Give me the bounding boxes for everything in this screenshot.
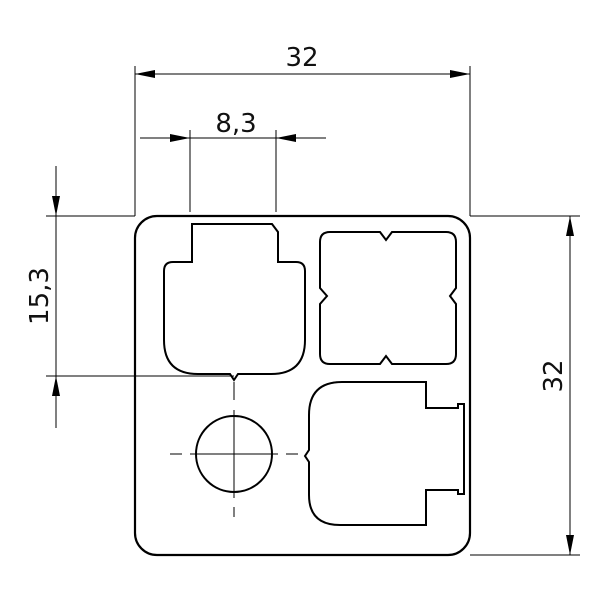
dimension-slot-offset-label: 15,3	[25, 267, 55, 325]
dimension-slot-offset	[46, 166, 234, 428]
center-lines	[170, 382, 298, 517]
slot-bottom-right	[303, 381, 465, 526]
dimension-slot-width	[140, 130, 326, 212]
dimension-overall-height-label: 32	[539, 359, 569, 392]
dimension-overall-width-label: 32	[285, 43, 318, 73]
cavity-top-right	[319, 231, 457, 365]
dimension-overall-height	[470, 215, 580, 556]
profile-outline	[133, 214, 472, 557]
dimension-slot-width-label: 8,3	[215, 109, 256, 139]
dimension-overall-width	[134, 66, 471, 216]
slot-top-left	[163, 223, 306, 382]
